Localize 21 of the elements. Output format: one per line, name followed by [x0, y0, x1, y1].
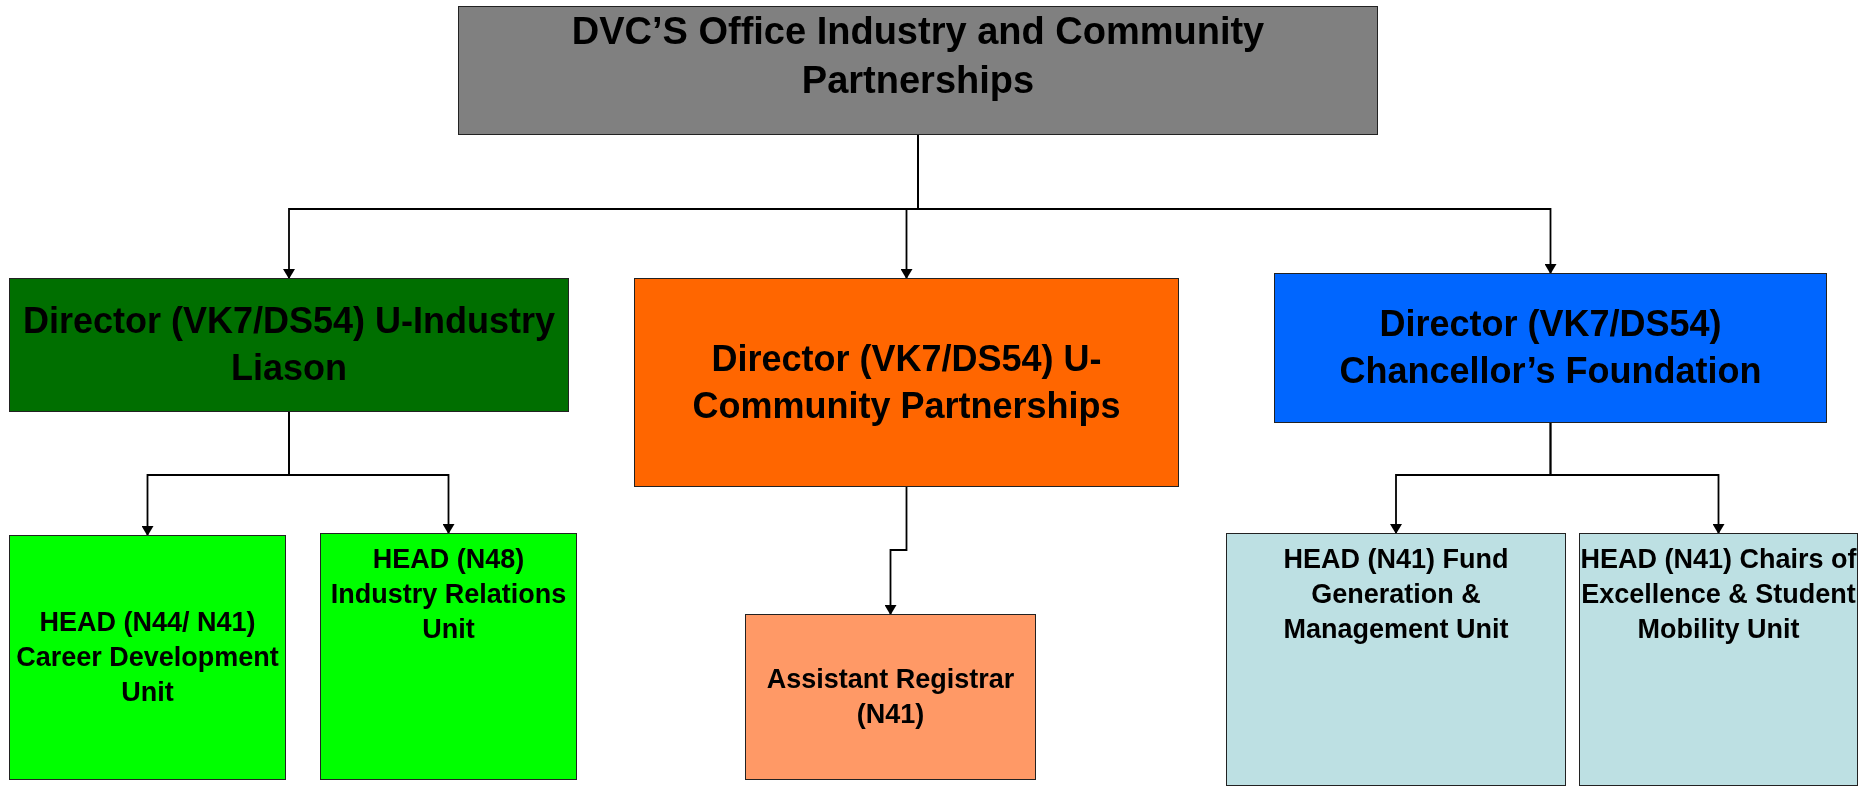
office-box — [458, 6, 1378, 135]
node-label: HEAD (N44/ N41) Career Development Unit — [15, 605, 280, 710]
node-label: HEAD (N41) Chairs of Excellence & Student Mobility Unit — [1580, 543, 1857, 647]
unit-box — [9, 535, 286, 780]
director-box — [1274, 273, 1827, 423]
unit-box — [745, 614, 1036, 780]
node-label: HEAD (N41) Fund Generation & Management Unit — [1282, 543, 1510, 647]
connector-arrow — [1549, 422, 1725, 534]
node-label: Director (VK7/DS54) U-Industry Liason — [21, 299, 557, 390]
node-label: Director (VK7/DS54) Chancellor’s Foundation — [1338, 302, 1763, 393]
connector-arrow — [288, 411, 455, 534]
unit-box — [1226, 533, 1566, 786]
director-box — [9, 278, 569, 412]
node-label: DVC’S Office Industry and Community Partnerships — [570, 9, 1266, 104]
node-label: Assistant Registrar (N41) — [765, 662, 1016, 731]
unit-box — [320, 533, 577, 780]
node-label: Director (VK7/DS54) U-Community Partnerships — [691, 336, 1122, 428]
unit-box — [1579, 533, 1858, 786]
node-label: HEAD (N48) Industry Relations Unit — [329, 543, 568, 647]
connector-arrow — [884, 486, 908, 615]
director-box — [634, 278, 1179, 487]
